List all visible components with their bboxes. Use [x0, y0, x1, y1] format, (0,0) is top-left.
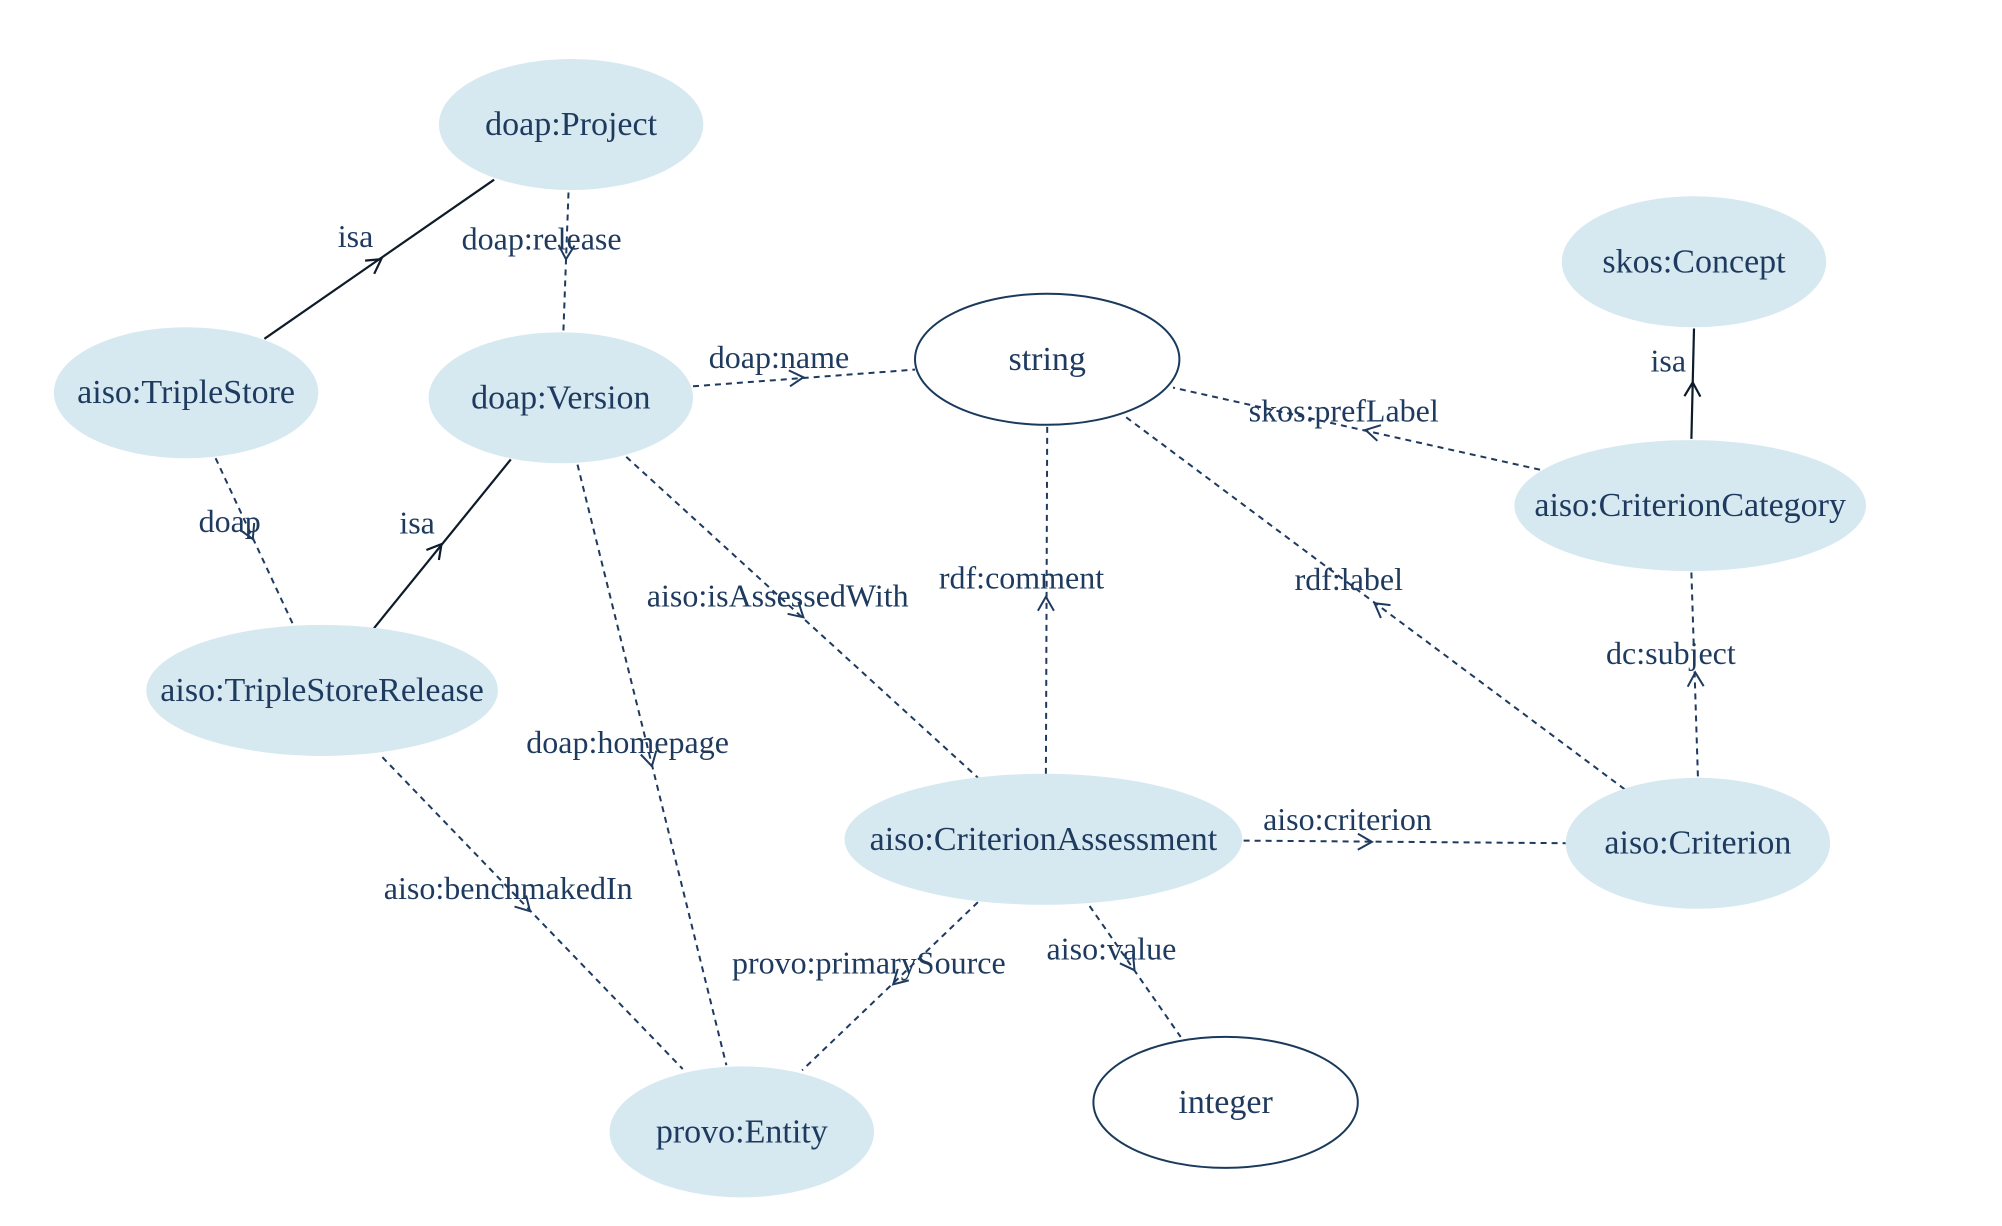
edge-arrowhead-e3 [788, 369, 806, 388]
edge-e4 [1683, 328, 1702, 439]
edge-arrowhead-e8 [787, 601, 805, 619]
node-skos-concept[interactable]: skos:Concept [1561, 196, 1827, 328]
edge-e15 [801, 901, 979, 1072]
node-shape-doap-project [438, 59, 704, 190]
node-label-doap-version: doap:Version [471, 379, 650, 416]
node-label-skos-concept: skos:Concept [1602, 243, 1786, 280]
edge-e10 [1123, 414, 1626, 791]
node-label-aiso-criterioncategory: aiso:CriterionCategory [1534, 487, 1846, 524]
edge-arrowhead-e9 [1037, 594, 1055, 612]
edge-e3 [692, 368, 916, 388]
edge-arrowhead-e5 [1363, 424, 1382, 442]
edge-e12 [576, 464, 728, 1066]
node-shape-aiso-criterion [1565, 777, 1831, 909]
node-label-aiso-criterionassessment: aiso:CriterionAssessment [870, 821, 1218, 858]
edge-label-e16: aiso:value [1047, 930, 1177, 966]
node-aiso-triplestorerelease[interactable]: aiso:TripleStoreRelease [146, 624, 498, 756]
edge-e5 [1172, 386, 1541, 471]
node-provo-entity[interactable]: provo:Entity [609, 1066, 874, 1198]
edge-label-e14: aiso:benchmakedIn [384, 870, 633, 906]
node-label-aiso-triplestorerelease: aiso:TripleStoreRelease [160, 672, 484, 709]
node-aiso-triplestore[interactable]: aiso:TripleStore [53, 327, 319, 459]
edge-line-e5 [1172, 386, 1541, 471]
edge-label-e4: isa [1651, 343, 1687, 379]
edge-e7 [372, 458, 512, 630]
node-label-aiso-triplestore: aiso:TripleStore [77, 374, 295, 411]
edge-arrowhead-e11 [1686, 670, 1705, 688]
node-shape-string [913, 292, 1181, 426]
edge-labels-layer: isa doap:release doap:name isa skos:prefLabe… [199, 218, 1736, 980]
node-shape-integer [1092, 1035, 1359, 1169]
node-shape-aiso-triplestorerelease [146, 624, 498, 756]
edge-arrowhead-e13 [1357, 832, 1374, 851]
edge-arrowhead-e1 [365, 257, 384, 275]
edge-e13 [1243, 832, 1566, 851]
edge-e16 [1088, 905, 1182, 1038]
edge-label-e8: aiso:isAssessedWith [647, 578, 909, 614]
node-shape-aiso-criterionassessment [844, 773, 1243, 905]
edge-line-e2 [562, 192, 570, 332]
node-doap-project[interactable]: doap:Project [438, 59, 704, 190]
edge-label-e3: doap:name [709, 339, 849, 375]
edge-e1 [263, 178, 495, 340]
edge-line-e15 [801, 901, 979, 1072]
node-string[interactable]: string [913, 292, 1181, 426]
nodes-layer: doap:Project skos:Concept aiso:TripleStore… [53, 59, 1866, 1198]
edge-line-e9 [1044, 426, 1049, 774]
edge-label-e6: doap [199, 503, 261, 539]
node-doap-version[interactable]: doap:Version [428, 332, 693, 464]
edge-label-e2: doap:release [462, 221, 622, 257]
node-shape-skos-concept [1561, 196, 1827, 328]
node-shape-aiso-criterioncategory [1514, 440, 1866, 572]
node-integer[interactable]: integer [1092, 1035, 1359, 1169]
edge-e2 [557, 192, 576, 332]
edge-line-e14 [381, 756, 684, 1070]
edge-arrowhead-e10 [1372, 602, 1391, 619]
edge-e6 [214, 457, 295, 627]
node-label-aiso-criterion: aiso:Criterion [1604, 825, 1791, 862]
edge-label-e1: isa [338, 218, 374, 254]
edge-label-e15: provo:primarySource [732, 945, 1006, 981]
edge-e14 [381, 756, 684, 1070]
edge-arrowhead-e12 [640, 750, 658, 769]
edge-e9 [1037, 426, 1055, 774]
edge-line-e8 [625, 456, 979, 779]
node-label-doap-project: doap:Project [485, 106, 657, 143]
edge-e8 [625, 456, 979, 779]
edge-label-e11: dc:subject [1606, 635, 1736, 671]
edge-arrowhead-e16 [1119, 954, 1136, 972]
edges-layer [214, 178, 1705, 1072]
node-label-provo-entity: provo:Entity [656, 1113, 828, 1150]
edge-arrowhead-e4 [1683, 380, 1702, 398]
node-shape-provo-entity [609, 1066, 874, 1198]
node-aiso-criterionassessment[interactable]: aiso:CriterionAssessment [844, 773, 1243, 905]
edge-label-e5: skos:prefLabel [1249, 393, 1439, 429]
edge-line-e13 [1243, 839, 1566, 845]
edge-arrowhead-e6 [239, 522, 256, 541]
edge-arrowhead-e2 [557, 244, 576, 262]
node-aiso-criterion[interactable]: aiso:Criterion [1565, 777, 1831, 909]
edge-label-e10: rdf:label [1295, 561, 1404, 597]
edge-arrowhead-e14 [514, 895, 532, 913]
node-label-string: string [1008, 341, 1085, 378]
node-shape-doap-version [428, 332, 693, 464]
node-aiso-criterioncategory[interactable]: aiso:CriterionCategory [1514, 440, 1866, 572]
edge-arrowhead-e15 [891, 968, 910, 986]
edge-label-e7: isa [399, 504, 435, 540]
edge-label-e13: aiso:criterion [1263, 801, 1432, 837]
edge-e11 [1686, 572, 1705, 777]
edge-line-e6 [214, 457, 295, 627]
edge-label-e9: rdf:comment [939, 560, 1104, 596]
node-shape-aiso-triplestore [53, 327, 319, 459]
node-label-integer: integer [1178, 1084, 1273, 1121]
edge-label-e12: doap:homepage [526, 724, 729, 760]
edge-arrowhead-e7 [425, 542, 443, 561]
